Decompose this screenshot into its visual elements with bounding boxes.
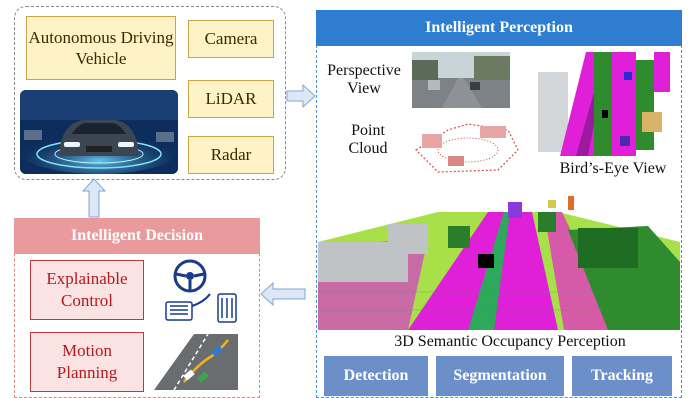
car-photo [20,90,178,174]
explainable-control-label: Explainable Control [46,268,128,310]
tracking-box: Tracking [572,356,672,396]
bev-label: Bird’s-Eye View [559,160,667,177]
flow-arrow-left [260,282,306,306]
segmentation-box: Segmentation [436,356,564,396]
lidar-box: LiDAR [188,80,274,118]
flow-arrow-right [286,84,316,108]
pointcloud-label: Point Cloud [348,122,388,158]
explainable-control-box: Explainable Control [30,260,144,320]
flow-arrow-up [82,178,106,218]
perception-title: Intelligent Perception [425,19,573,36]
vehicle-group [14,6,286,180]
occupancy-image [318,182,680,330]
decision-title: Intelligent Decision [71,227,203,244]
tracking-label: Tracking [591,367,653,384]
lidar-label: LiDAR [205,89,257,109]
vehicle-title: Autonomous Driving Vehicle [28,27,174,68]
bev-image [536,52,672,156]
detection-box: Detection [324,356,428,396]
camera-box: Camera [188,20,274,58]
motion-planning-label: Motion Planning [56,340,118,382]
radar-label: Radar [210,145,252,165]
vehicle-title-box: Autonomous Driving Vehicle [26,16,176,80]
perception-header: Intelligent Perception [316,10,682,46]
trajectory-icon [154,334,238,390]
steering-wheel-icon [172,258,208,294]
point-cloud-image [408,110,522,176]
camera-label: Camera [204,29,258,49]
perspective-view-image [412,52,510,108]
detection-label: Detection [343,367,409,384]
segmentation-label: Segmentation [453,367,547,384]
decision-header: Intelligent Decision [14,218,260,254]
occupancy-label: 3D Semantic Occupancy Perception [394,333,626,350]
radar-box: Radar [188,136,274,174]
motion-planning-box: Motion Planning [30,332,144,392]
pedal-icon [160,292,246,324]
perspective-label: Perspective View [327,62,401,98]
